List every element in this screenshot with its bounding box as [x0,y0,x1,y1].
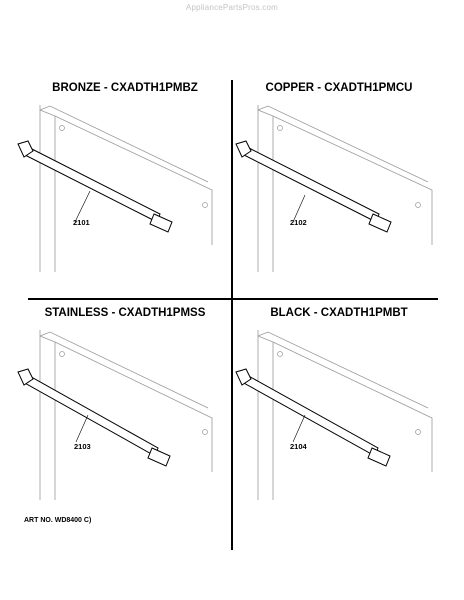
handle-bar [235,368,391,467]
door-panel-outline [39,105,213,272]
bracket-hole-icon [59,125,65,131]
part-number-label: 2102 [290,218,307,227]
panel-title-bronze: BRONZE - CXADTH1PMBZ [52,82,198,94]
watermark: AppliancePartsPros.com [186,3,278,12]
handle-bar [235,140,392,233]
bracket-hole-icon [277,125,283,131]
panel-title-copper: COPPER - CXADTH1PMCU [265,82,413,94]
part-number-label: 2101 [73,218,90,227]
bracket-hole-icon [415,429,421,435]
art-number: ART NO. WD8400 C) [24,517,92,524]
panel-title-stainless: STAINLESS - CXADTH1PMSS [44,307,206,319]
bracket-hole-icon [202,429,208,435]
handle-bar [17,140,173,233]
bracket-hole-icon [415,202,421,208]
horizontal-divider [28,298,438,300]
bracket-hole-icon [202,202,208,208]
part-number-label: 2104 [290,442,307,451]
handle-bar [17,368,171,467]
bracket-hole-icon [277,351,283,357]
bracket-hole-icon [59,351,65,357]
panel-title-black: BLACK - CXADTH1PMBT [270,307,408,319]
part-number-label: 2103 [74,442,91,451]
vertical-divider [231,80,233,550]
